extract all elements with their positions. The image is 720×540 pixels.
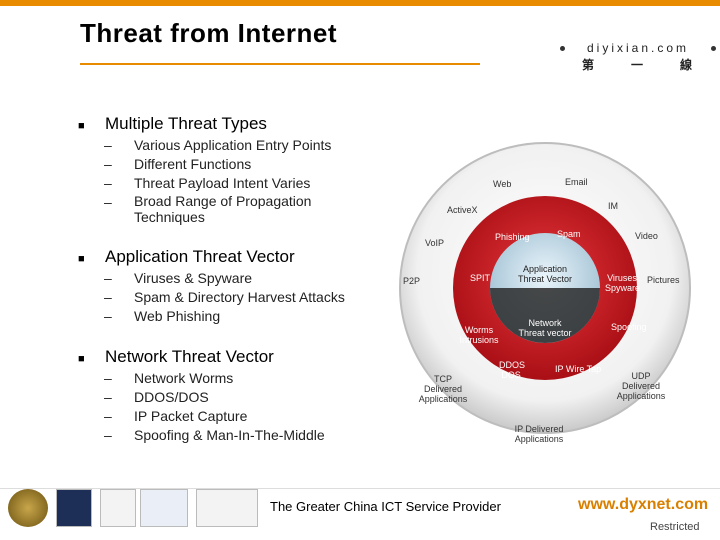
label-spam: Spam (557, 229, 581, 239)
label-email: Email (565, 177, 588, 187)
sgs-ukas-badge (196, 489, 258, 527)
label-spoofing: Spoofing (611, 322, 647, 332)
label-p2p: P2P (403, 276, 421, 286)
list-item: –Threat Payload Intent Varies (104, 175, 311, 191)
list-item: –DDOS/DOS (104, 389, 209, 405)
section-application-threat-vector: ■ Application Threat Vector –Viruses & S… (78, 247, 345, 326)
company-url-link[interactable]: www.dyxnet.com (578, 496, 709, 513)
square-bullet-icon: ■ (78, 253, 85, 265)
label-application-threat-vector: Application Threat Vector (517, 264, 573, 284)
label-ip-delivered: IP Delivered Applications (514, 424, 564, 444)
title-underline (80, 63, 480, 65)
section-heading: Multiple Threat Types (105, 114, 267, 133)
itsmf-badge (140, 489, 188, 527)
list-item: –Spam & Directory Harvest Attacks (104, 289, 345, 305)
logo-char-2: 一 (631, 58, 644, 72)
bullet-list: –Network Worms –DDOS/DOS –IP Packet Capt… (78, 369, 325, 445)
list-item: –Web Phishing (104, 308, 221, 324)
square-bullet-icon: ■ (78, 353, 85, 365)
award-seal-icon (8, 489, 48, 527)
square-bullet-icon: ■ (78, 120, 85, 132)
footer-tagline: The Greater China ICT Service Provider (270, 499, 501, 514)
label-network-threat-vector: Network Threat vector (518, 318, 572, 338)
top-accent-bar (0, 0, 720, 6)
list-item: –Different Functions (104, 156, 252, 172)
logo-dot-right (711, 46, 716, 51)
label-spit: SPIT (470, 273, 491, 283)
dyxnet-logo: diyixian.com 第 一 線 (560, 38, 716, 78)
slide-title: Threat from Internet (80, 18, 338, 48)
bullet-list: –Various Application Entry Points –Diffe… (78, 136, 378, 225)
section-heading: Application Threat Vector (105, 247, 295, 266)
list-item: –Network Worms (104, 370, 234, 386)
label-viruses-spyware: Viruses Spyware (605, 273, 641, 293)
label-phishing: Phishing (495, 232, 530, 242)
bullet-list: –Viruses & Spyware –Spam & Directory Har… (78, 269, 345, 326)
label-tcp-delivered: TCP Delivered Applications (418, 374, 468, 404)
label-web: Web (493, 179, 512, 189)
list-item: –Spoofing & Man-In-The-Middle (104, 427, 325, 443)
label-udp-delivered: UDP Delivered Applications (616, 371, 666, 401)
logo-char-3: 線 (680, 58, 693, 72)
list-item: –Viruses & Spyware (104, 270, 253, 286)
label-voip: VoIP (425, 238, 445, 248)
label-ddos-dos: DDOS DOS (499, 360, 526, 380)
logo-name: diyixian.com (586, 41, 690, 55)
center-shadow (490, 288, 600, 343)
label-ip-wire-tap: IP Wire Tap (555, 364, 602, 374)
label-pictures: Pictures (647, 275, 680, 285)
label-activex: ActiveX (447, 205, 478, 215)
list-item: –Broad Range of Propagation Techniques (104, 193, 312, 225)
cisco-partner-badge (56, 489, 92, 527)
list-item: –Various Application Entry Points (104, 137, 332, 153)
label-im: IM (608, 201, 618, 211)
footer-divider (0, 488, 720, 489)
section-network-threat-vector: ■ Network Threat Vector –Network Worms –… (78, 347, 325, 445)
list-item: –IP Packet Capture (104, 408, 248, 424)
section-multiple-threat-types: ■ Multiple Threat Types –Various Applica… (78, 114, 378, 225)
label-video: Video (635, 231, 658, 241)
sgs-badge (100, 489, 136, 527)
threat-vector-diagram: Web Email ActiveX IM VoIP Video P2P Pict… (395, 138, 695, 468)
section-heading: Network Threat Vector (105, 347, 274, 366)
logo-char-1: 第 (582, 58, 595, 72)
threat-rings-graphic (399, 142, 691, 434)
logo-dot-left (560, 46, 565, 51)
label-worms-intrusions: Worms Intrusions (459, 325, 499, 345)
restricted-label: Restricted (650, 521, 700, 533)
